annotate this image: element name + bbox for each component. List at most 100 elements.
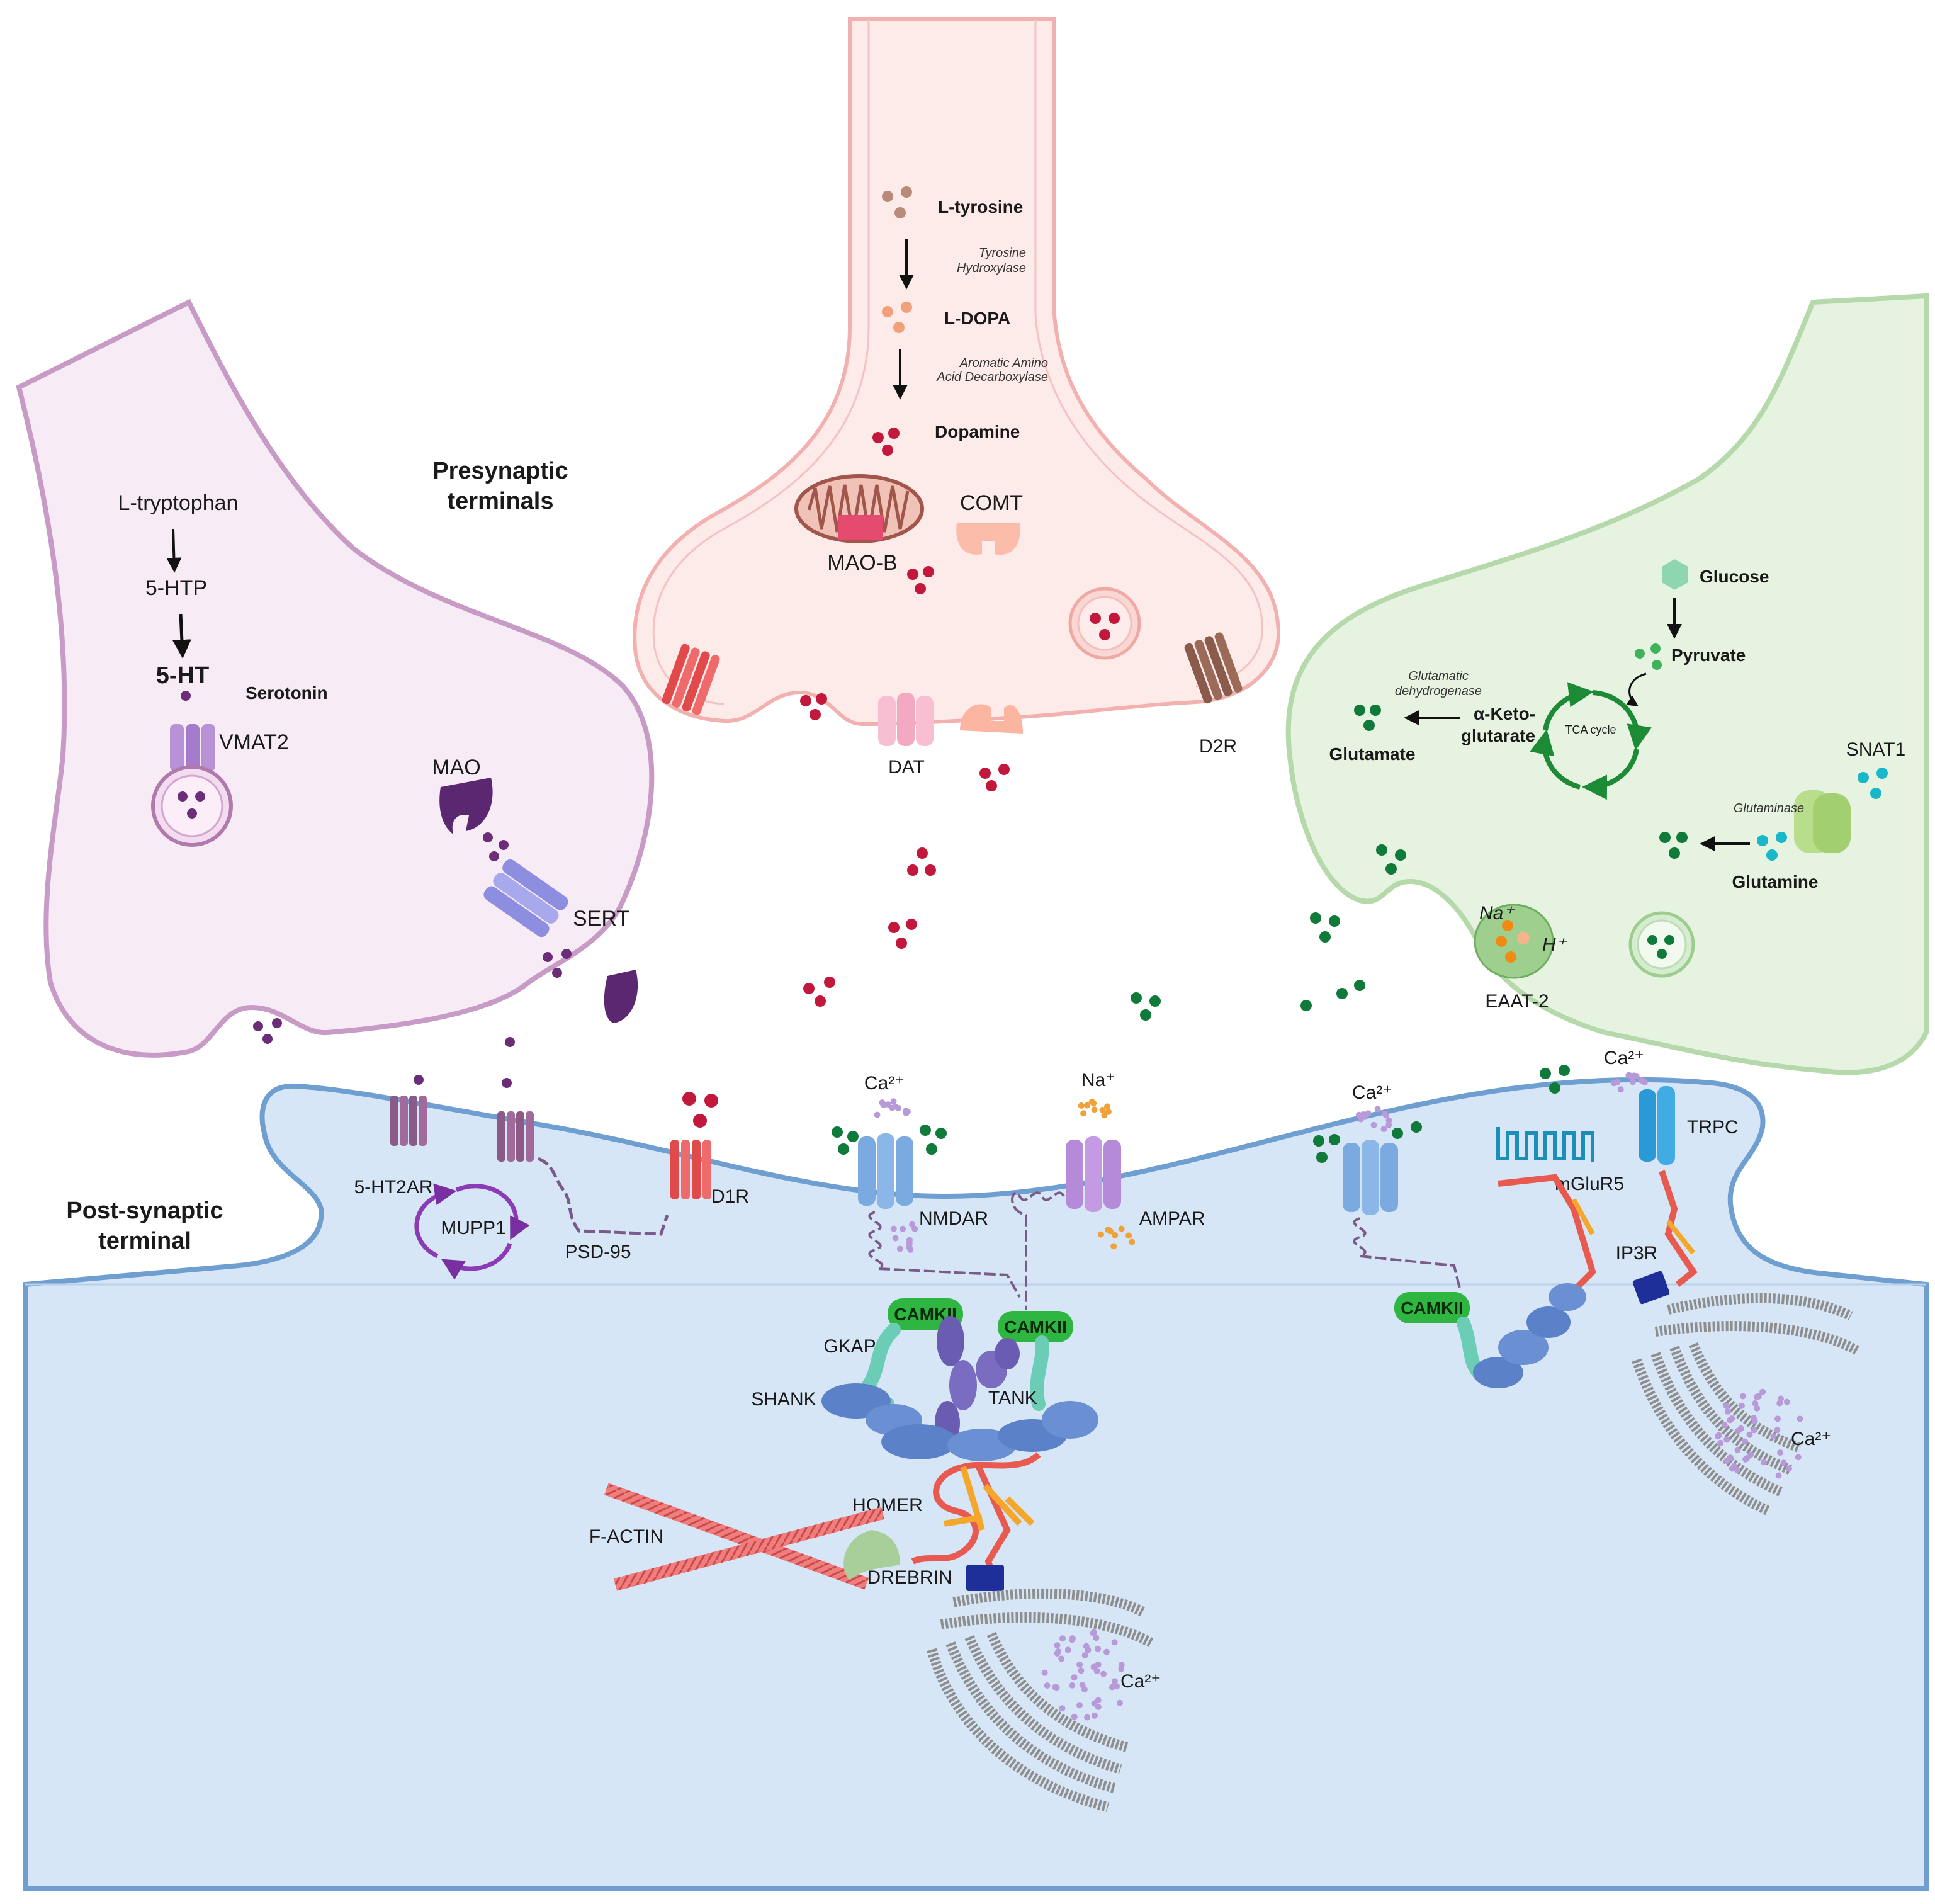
presynaptic-heading-line2: terminals [448,488,554,514]
ion-dot [1617,1086,1624,1093]
er-right-ca-label: Ca²⁺ [1791,1429,1831,1449]
enzyme1-line1: Tyrosine [979,246,1026,260]
glutamate-molecule [920,1125,931,1136]
akg-line1: α-Keto- [1474,704,1535,723]
mupp1-cycle [414,1183,530,1280]
ion-dot [1739,1402,1745,1409]
ion-dot [1783,1398,1790,1405]
glutamate-molecule [1354,980,1365,991]
ion-dot [1747,1451,1754,1458]
glutamate-molecule [1657,949,1667,959]
tyrosine-label: L-tyrosine [938,197,1023,217]
ion-dot [1752,1400,1759,1407]
dopamine-molecule [896,938,907,949]
mao-extracellular-enzyme [604,970,638,1023]
glutamate-molecule [1385,863,1397,875]
nmdar-scaffold [868,1211,1021,1298]
ion-dot [890,1098,897,1105]
dat-label: DAT [888,757,925,778]
ion-dot [1774,1415,1781,1422]
camkii-right-label: CAMKII [1401,1298,1464,1318]
dopamine-molecule [923,566,934,577]
sert-label: SERT [573,907,629,931]
ion-dot [1778,1395,1784,1402]
d1r-receptor [670,1140,711,1199]
ion-dot [1081,1652,1088,1658]
glutamate-molecule [1647,935,1657,945]
dopamine-molecule [925,864,936,876]
ion [1502,920,1513,931]
ion-dot [1638,1077,1645,1084]
tryptophan-arrow [166,528,182,573]
postsynaptic-terminal [23,1077,1929,1891]
serotonin-presynaptic-terminal [16,298,655,1058]
mupp1-label: MUPP1 [441,1218,505,1238]
ion-dot [1721,1422,1728,1429]
glutamate-molecule [1316,1152,1328,1163]
gkap-label: GKAP [823,1336,876,1357]
shank-label: SHANK [751,1389,816,1410]
ion-dot [1723,1403,1730,1409]
eaat2-transporter [1474,904,1554,979]
ion-dot [1717,1439,1724,1446]
ion-dot [1380,1126,1387,1132]
glutamate-label: Glutamate [1329,744,1416,764]
ion-dot [906,1240,913,1247]
serotonin-molecule [181,691,191,701]
snat1-transporter [1794,790,1851,853]
dopamine-molecule [704,1094,718,1108]
ion-dot [1775,1472,1782,1479]
dopamine-inner-membrane [652,19,1263,705]
nmdar-label: NMDAR [919,1208,988,1229]
ion-dot [1088,1098,1095,1105]
serotonin-molecule [561,949,572,959]
ion-dot [1076,1702,1083,1709]
glutamine-label: Glutamine [1732,872,1819,892]
enzyme2-line1: Aromatic Amino [959,356,1048,370]
nmdar-receptor [858,1133,913,1209]
dopamine-molecule [979,768,991,779]
ion-dot [1058,1655,1065,1662]
gdh-line2: dehydrogenase [1395,684,1482,698]
enzyme2-line2: Acid Decarboxylase [936,370,1048,384]
glutamate-molecule [1392,1128,1403,1139]
glutamine-molecule [1766,849,1778,861]
serotonin-molecule [272,1018,282,1028]
glutamate-molecule [1395,849,1406,861]
5ht2ar-label: 5-HT2AR [354,1177,432,1198]
ion-dot [1069,1682,1076,1689]
ion-dot [1078,1667,1085,1674]
dopamine-vesicle-inner [1077,596,1132,651]
er-left-ca-label: Ca²⁺ [1120,1671,1161,1692]
trpc-linker-accent [1666,1220,1696,1255]
calcium-clouds [874,1072,1803,1721]
maob-label: MAO-B [827,551,897,575]
gkap-protein-right [1030,1335,1049,1411]
eaat2-label: EAAT-2 [1485,991,1549,1012]
ion-dot [1059,1635,1066,1642]
ion-dot [1777,1449,1784,1456]
glutamate-molecule [1149,995,1161,1007]
dopamine-membrane [633,17,1281,727]
ion-dot [1723,1436,1730,1443]
mitochondrion [794,474,924,543]
ion-dot [904,1108,911,1115]
akg-line2: glutarate [1461,726,1535,745]
dopamine-molecule [682,1092,696,1106]
ion-dot [900,1225,906,1232]
ion-dot [1725,1408,1731,1415]
vmat2-label: VMAT2 [219,730,289,754]
comt-label: COMT [960,491,1023,515]
comt-enzyme [956,523,1020,555]
glucose-label: Glucose [1700,567,1769,586]
dopamine-molecule [693,1114,707,1128]
dopamine-molecule [917,847,928,859]
ion-dot [1727,1454,1734,1461]
glutamate-molecule [1313,1135,1324,1147]
ampar-scaffold [1011,1191,1065,1310]
ion-dot [1374,1106,1381,1113]
tyrosine-molecule [901,186,912,198]
ion-dot [1095,1661,1102,1668]
snat1-label: SNAT1 [1846,739,1905,760]
serotonin-vesicle-inner [161,774,223,837]
